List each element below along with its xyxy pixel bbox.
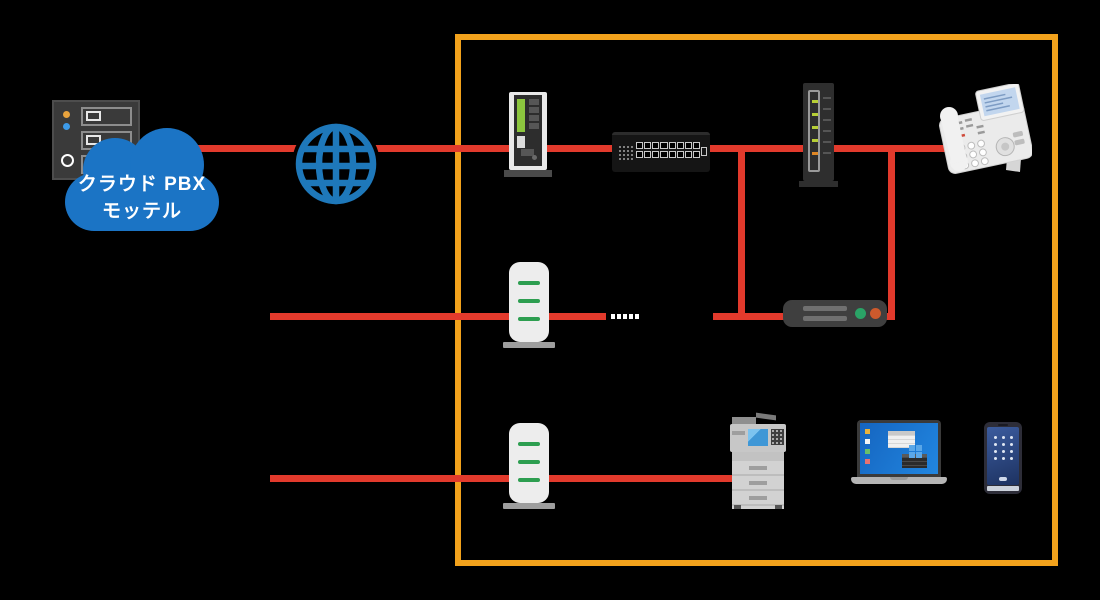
multifunction-printer-icon: [730, 411, 786, 509]
bottom-connection-line: [270, 475, 733, 482]
router-stand: [799, 181, 838, 187]
laptop-app-window: [888, 431, 915, 448]
branch-line-2: [888, 145, 895, 320]
wifi-router-stand: [503, 342, 555, 348]
cloud-pbx-label-line1: クラウド PBX: [77, 174, 207, 195]
hub-icon: [783, 300, 887, 327]
mid-connection-line-left: [270, 313, 606, 320]
laptop-screen: [857, 420, 941, 477]
smartphone-call-button: [999, 477, 1007, 481]
smartphone-icon: [984, 422, 1022, 494]
lan-boundary-box: [455, 34, 1058, 566]
hub-led-green: [855, 308, 866, 319]
smartphone-dialpad: [993, 436, 1013, 460]
server-led-orange: [63, 111, 70, 118]
cloud-pbx-label-line2: モッテル: [101, 201, 182, 222]
onu-modem-icon: [504, 92, 552, 177]
smartphone-home-bar: [987, 486, 1019, 491]
printer-control-panel: [730, 424, 786, 452]
switch-uplink-port: [701, 147, 707, 156]
ip-phone-icon: [939, 84, 1032, 174]
onu-stand: [504, 170, 552, 177]
printer-keypad: [771, 429, 784, 445]
router-icon: [799, 83, 838, 187]
router-led-panel: [808, 90, 820, 172]
network-switch-icon: [612, 132, 710, 172]
wifi-router-stand: [503, 503, 555, 509]
hub-led-orange: [870, 308, 881, 319]
smartphone-screen: [987, 427, 1019, 485]
onu-panel: [514, 95, 542, 166]
wifi-router-icon: [503, 262, 555, 348]
switch-port-grid: [636, 142, 700, 158]
branch-line-1: [738, 145, 745, 320]
cloud-pbx-label: クラウド PBX モッテル: [63, 171, 221, 225]
internet-connection-line: [150, 145, 945, 152]
laptop-base: [851, 477, 947, 484]
internet-globe-icon: [292, 120, 380, 208]
printer-screen: [748, 429, 768, 446]
cloud-icon: [65, 128, 219, 231]
server-led-blue: [63, 123, 70, 130]
windows-logo-icon: [909, 445, 922, 458]
wifi-router-icon: [503, 423, 555, 509]
printer-body: [732, 452, 784, 509]
server-drive-bay: [81, 107, 132, 126]
router-vents: [823, 97, 831, 163]
switch-led-grid: [618, 145, 634, 160]
dashed-link: [611, 314, 639, 319]
server-power-button: [61, 154, 74, 167]
laptop-icon: [851, 420, 947, 484]
phone-handset: [940, 107, 968, 171]
